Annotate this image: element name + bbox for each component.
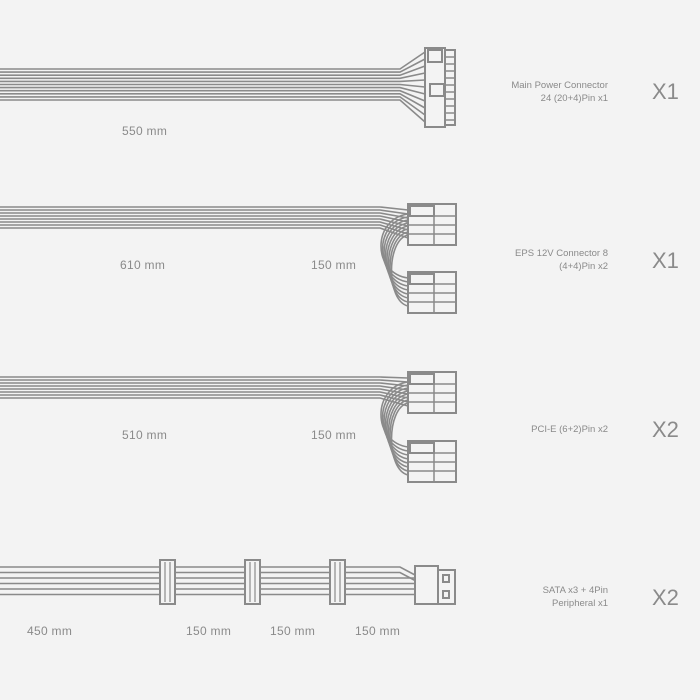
- cable-wire-branch: [389, 399, 409, 472]
- cable-wire: [0, 379, 409, 383]
- cable-wire-branch: [390, 234, 409, 307]
- description-line: Peripheral x1: [552, 598, 608, 609]
- quantity-label: X1: [652, 248, 679, 273]
- cable-wire-branch: [390, 402, 409, 476]
- cable-wire: [0, 89, 426, 102]
- connector-latch: [409, 442, 435, 454]
- cable-description: SATA x3 + 4Pin Peripheral x1: [448, 584, 608, 610]
- connector-latch: [427, 49, 443, 63]
- sata-connector: [244, 559, 261, 605]
- description-line: EPS 12V Connector 8: [515, 248, 608, 259]
- cable-wire: [0, 388, 409, 395]
- cable-wire: [0, 72, 426, 80]
- description-line: PCI-E (6+2)Pin x2: [531, 424, 608, 435]
- cable-wire-branch: [381, 216, 409, 283]
- length-label: 150 mm: [186, 624, 232, 638]
- quantity-label: X2: [652, 585, 679, 610]
- length-label: 510 mm: [122, 428, 168, 442]
- cable-description: Main Power Connector 24 (20+4)Pin x1: [448, 79, 608, 105]
- cable-wire-branch: [384, 222, 409, 291]
- cable-wire: [0, 51, 426, 70]
- cable-wire: [0, 224, 409, 235]
- cable-wire-branch: [386, 393, 409, 464]
- cable-wire-branch: [381, 384, 409, 452]
- cable-wire-branch: [380, 213, 409, 279]
- length-label: 150 mm: [311, 258, 357, 272]
- molex-pin: [442, 574, 450, 583]
- cable-wire: [0, 209, 409, 215]
- cable-wire: [0, 397, 409, 407]
- connector-latch: [409, 205, 435, 217]
- sata-connector: [159, 559, 176, 605]
- cable-wire-branch: [389, 231, 409, 303]
- quantity-label: X2: [652, 417, 679, 442]
- cable-wire-branch: [386, 225, 409, 295]
- cable-wire: [0, 96, 426, 116]
- cable-wire: [0, 391, 409, 399]
- cable-wire-branch: [380, 381, 409, 448]
- cable-wire: [0, 65, 426, 76]
- cable-wire-branch: [383, 219, 409, 287]
- cable-wire: [0, 571, 416, 582]
- length-label: 150 mm: [311, 428, 357, 442]
- cable-wire-branch: [384, 390, 409, 460]
- molex-pin: [442, 590, 450, 599]
- cable-wire: [0, 566, 416, 576]
- cable-wire: [0, 227, 409, 239]
- connector-latch: [409, 373, 435, 385]
- length-label: 150 mm: [270, 624, 316, 638]
- length-label: 610 mm: [120, 258, 166, 272]
- description-line: 24 (20+4)Pin x1: [540, 93, 608, 104]
- cable-description: EPS 12V Connector 8 (4+4)Pin x2: [448, 247, 608, 273]
- cable-wire: [0, 83, 426, 88]
- length-label: 550 mm: [122, 124, 168, 138]
- cable-wire: [0, 86, 426, 95]
- cable-wire: [0, 376, 409, 379]
- cable-wire-branch: [383, 387, 409, 456]
- cable-description: PCI-E (6+2)Pin x2: [448, 423, 608, 436]
- description-line: (4+4)Pin x2: [559, 261, 608, 272]
- sata-connector: [329, 559, 346, 605]
- description-line: Main Power Connector: [511, 80, 608, 91]
- cable-wire: [0, 58, 426, 73]
- cable-wire: [0, 206, 409, 211]
- quantity-label: X1: [652, 79, 679, 104]
- length-label: 150 mm: [355, 624, 401, 638]
- cable-wire-branch: [387, 228, 409, 299]
- cable-wire: [0, 79, 426, 83]
- description-line: SATA x3 + 4Pin: [542, 585, 608, 596]
- molex-connector: [414, 565, 439, 605]
- cable-wire: [0, 394, 409, 403]
- connector-clip: [429, 83, 445, 97]
- length-label: 450 mm: [27, 624, 73, 638]
- cable-wire: [0, 99, 426, 123]
- cable-wire: [0, 93, 426, 109]
- cable-wire-branch: [387, 396, 409, 468]
- connector-latch: [409, 273, 435, 285]
